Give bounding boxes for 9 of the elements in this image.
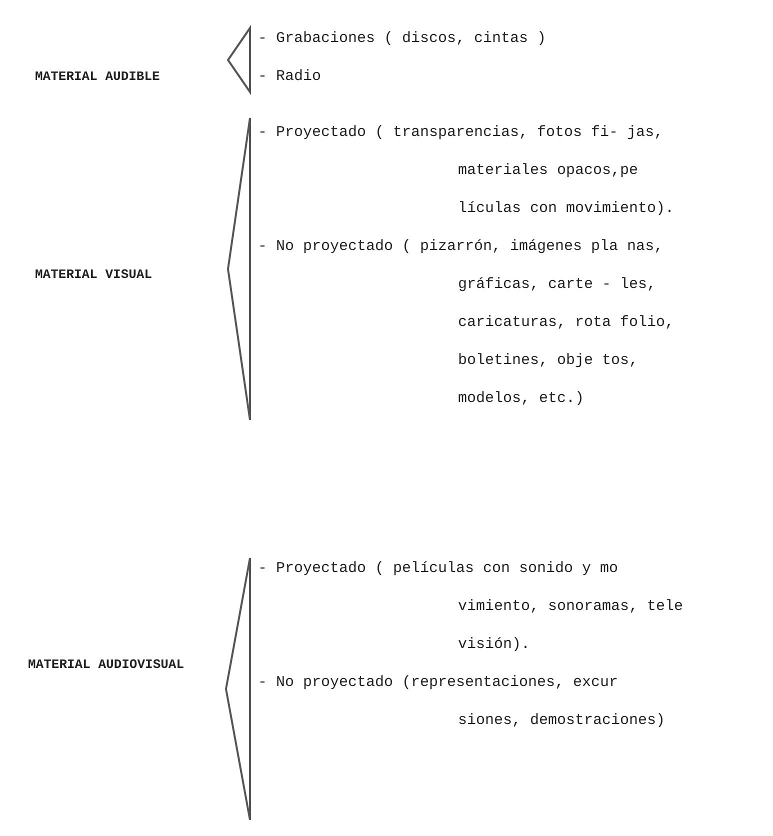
item-text: - No proyectado ( pizarrón, imágenes pla nas, gráficas, carte - les, caricaturas, rota folio, boletines, obje tos, modelos, etc.) <box>258 228 688 418</box>
item-text: - Proyectado ( transparencias, fotos fi- jas, materiales opacos,pe lículas con movimiento). <box>258 114 688 228</box>
category-label: MATERIAL AUDIBLE <box>35 58 160 96</box>
item-text: - Radio <box>258 58 688 96</box>
item-text: - No proyectado (representaciones, excur siones, demostraciones) <box>258 664 688 740</box>
category-label: MATERIAL VISUAL <box>35 256 152 294</box>
category-label: MATERIAL AUDIOVISUAL <box>28 646 184 684</box>
item-text: - Proyectado ( películas con sonido y mo vimiento, sonoramas, tele visión). <box>258 550 688 664</box>
item-text: - Grabaciones ( discos, cintas ) <box>258 20 688 58</box>
